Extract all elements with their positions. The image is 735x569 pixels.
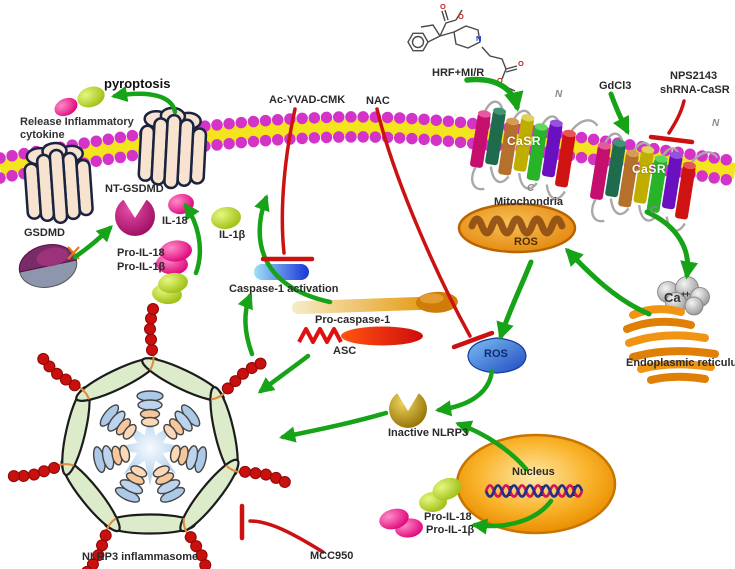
- label-mitochondria: Mitochondria: [494, 196, 564, 208]
- inactive-nlrp3-shape: [389, 389, 427, 428]
- arrow-ca-to-mito: [564, 247, 652, 317]
- svg-text:O: O: [518, 59, 524, 68]
- label-n-terminus-2: N: [712, 118, 720, 129]
- label-nac: NAC: [366, 95, 390, 107]
- label-nt-gsdmd: NT-GSDMD: [105, 183, 164, 195]
- label-gdcl3: GdCl3: [599, 80, 632, 92]
- arrow-asc-to-inflammasome: [257, 353, 311, 394]
- er-shape: [623, 305, 719, 384]
- arrow-gdcl3-to-casr: [608, 91, 630, 136]
- inhibit-nps2143: [667, 99, 686, 135]
- arrow-hrf-to-casr: [464, 76, 524, 112]
- pro-il18-molecules: [156, 240, 192, 275]
- label-nucleus-pro-il1b: Pro-IL-1β: [426, 524, 475, 536]
- gsdmd-protein: [18, 244, 78, 288]
- label-il18: IL-18: [162, 215, 188, 227]
- label-casr-2: CaSR: [632, 162, 667, 176]
- gsdmd-pore-right: [136, 105, 209, 191]
- label-endoplasmic-reticulum: Endoplasmic reticulum: [626, 357, 735, 369]
- svg-text:O: O: [440, 2, 446, 11]
- nucleus-pro-il1b-molecules: [419, 477, 462, 513]
- arrow-nlrp3-to-inflammasome: [279, 410, 389, 443]
- arrow-nucleus-to-nlrp3: [455, 420, 529, 472]
- gsdmd-pore-left: [21, 139, 95, 227]
- label-release-cytokine: Release Inflammatory cytokine: [20, 116, 134, 141]
- label-pro-il18: Pro-IL-18: [117, 247, 165, 259]
- label-pyroptosis: pyroptosis: [104, 76, 171, 91]
- label-casr-1: CaSR: [507, 134, 542, 148]
- svg-text:O: O: [497, 76, 503, 85]
- label-mito-ros: ROS: [514, 236, 538, 248]
- nucleus-pro-il18-molecules: [379, 508, 423, 538]
- label-nucleus-pro-il18: Pro-IL-18: [424, 511, 472, 523]
- svg-text:N: N: [476, 34, 481, 43]
- label-ac-yvad-cmk: Ac-YVAD-CMK: [269, 94, 346, 106]
- arrow-cytokine-to-pore: [183, 202, 203, 276]
- released-il18-molecule: [54, 97, 78, 117]
- inhibit-mcc950: [248, 519, 325, 554]
- pro-il1b-molecules: [152, 272, 188, 305]
- label-caspase1-activation: Caspase-1 activation: [229, 283, 339, 295]
- mitochondria-shape: [457, 202, 577, 254]
- label-c-terminus-1: C: [527, 183, 535, 194]
- arrow-mito-to-ros: [496, 259, 534, 341]
- arrow-nucleus-to-proil: [470, 498, 554, 535]
- arrow-casr-to-ca: [644, 209, 699, 280]
- red-inhibition-lines: [239, 99, 695, 554]
- label-inactive-nlrp3: Inactive NLRP3: [388, 427, 469, 439]
- label-n-terminus-1: N: [555, 89, 563, 100]
- label-pro-caspase1: Pro-caspase-1: [315, 314, 391, 326]
- hrf-chemical-structure: O O O O N: [407, 2, 524, 92]
- dna-helix: [484, 484, 584, 498]
- caspase1-pill: [254, 264, 309, 280]
- label-nps2143: NPS2143: [670, 70, 718, 82]
- arrow-gsdmd-cleave: [72, 225, 113, 260]
- label-mcc950: MCC950: [310, 550, 354, 562]
- label-asc: ASC: [333, 345, 357, 357]
- svg-text:O: O: [458, 12, 464, 21]
- nlrp3-inflammasome-wheel: [6, 302, 294, 569]
- released-il1b-molecule: [77, 86, 105, 108]
- arrow-pyroptosis: [111, 85, 178, 115]
- label-nucleus: Nucleus: [512, 466, 555, 478]
- green-arrows: [72, 76, 699, 535]
- label-hrf-mir: HRF+MI/R: [432, 67, 485, 79]
- inhibit-ac-yvad: [280, 107, 297, 255]
- arrow-inflammasome-to-caspase: [237, 292, 255, 357]
- label-gsdmd: GSDMD: [24, 227, 65, 239]
- nucleus-shape: [455, 433, 617, 535]
- il1b-molecule: [211, 206, 241, 230]
- label-il1b: IL-1β: [219, 229, 246, 241]
- ros-node-shape: [467, 337, 527, 374]
- label-shrna-casr: shRNA-CaSR: [660, 84, 730, 96]
- label-pro-il1b: Pro-IL-1β: [117, 261, 166, 273]
- label-calcium: Ca++: [664, 289, 690, 305]
- arrow-ros-to-nlrp3: [434, 368, 495, 417]
- label-ros-node: ROS: [484, 348, 508, 360]
- label-nlrp3-inflammasome: NLRP3 inflammasome: [82, 551, 199, 563]
- inhibit-nac: [375, 107, 472, 338]
- nt-gsdmd-protein: [115, 195, 155, 236]
- label-c-terminus-2: C: [650, 205, 658, 216]
- asc-shape: [297, 326, 423, 346]
